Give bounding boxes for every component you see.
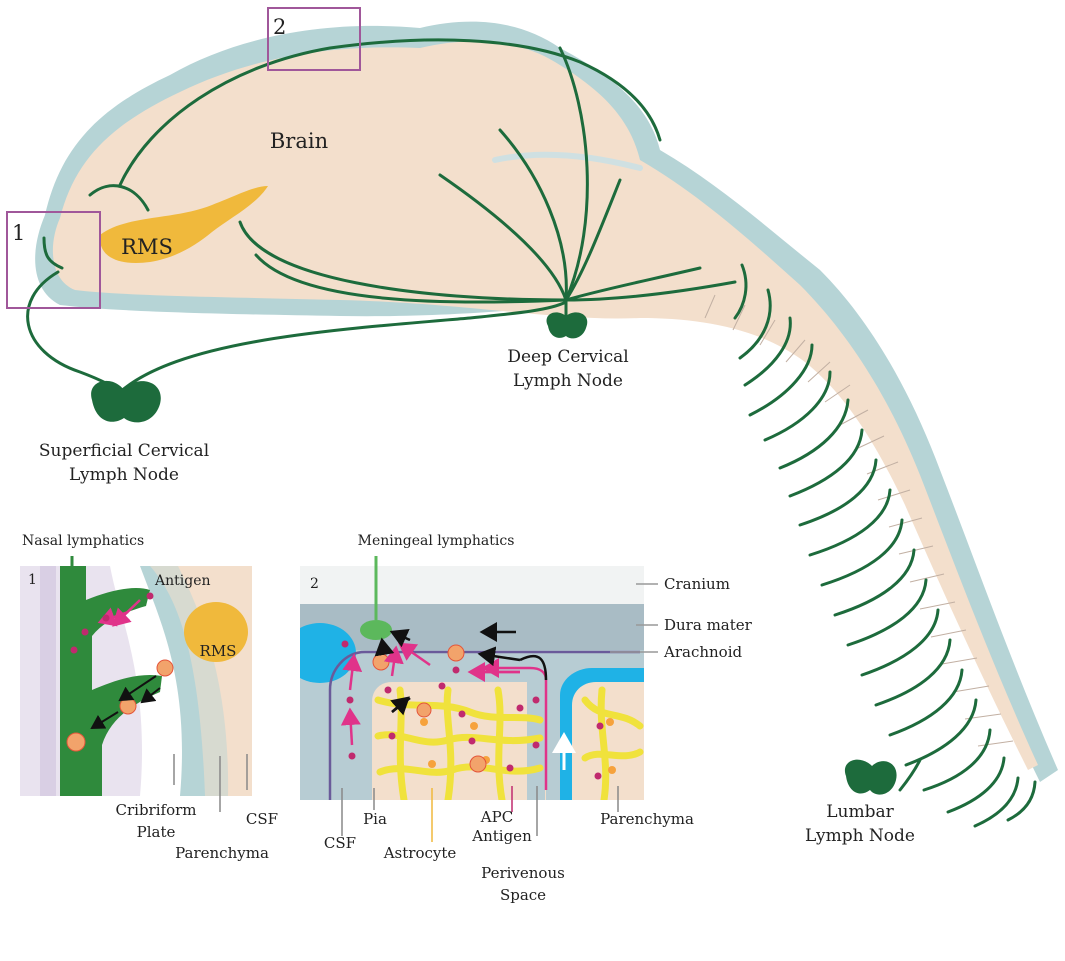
inset-2-csf-label: CSF [324,834,356,852]
box-2-number: 2 [273,15,286,39]
inset-1-parenchyma-label: Parenchyma [175,844,269,862]
rms-label: RMS [121,235,173,259]
lumbar-node-label-1: Lumbar [826,802,894,822]
inset-1-rms-label: RMS [200,642,237,660]
apc-label: APC [480,808,513,826]
cribriform-label-2: Plate [137,823,176,841]
superficial-node-label-2: Lymph Node [69,465,179,485]
arachnoid-label: Arachnoid [663,643,742,661]
lumbar-lymph-node [845,760,897,795]
perivenous-label-1: Perivenous [481,864,565,882]
inset-1-csf-label: CSF [246,810,278,828]
deep-node-label-2: Lymph Node [513,371,623,391]
astrocyte-label: Astrocyte [383,844,457,862]
meningeal-lymphatics-label: Meningeal lymphatics [358,533,515,549]
lumbar-node-label-2: Lymph Node [805,826,915,846]
inset-2-parenchyma-label: Parenchyma [600,810,694,828]
inset-2-antigen-label: Antigen [471,827,532,845]
perivenous-label-2: Space [500,886,546,904]
pia-label: Pia [363,810,387,828]
inset-1-number: 1 [28,572,37,588]
brain-label: Brain [270,129,328,153]
cranium-label: Cranium [664,575,730,593]
spinal-lymphatics [735,265,1035,826]
nasal-lymphatics-label: Nasal lymphatics [22,533,144,549]
deep-node-label-1: Deep Cervical [507,347,628,367]
inset-1-antigen-label: Antigen [154,573,211,589]
inset-2 [284,556,658,842]
superficial-node-label-1: Superficial Cervical [39,441,209,461]
deep-cervical-lymph-node [547,312,588,338]
inset-1 [20,556,252,812]
box-1-number: 1 [12,221,25,245]
cribriform-label-1: Cribriform [116,801,197,819]
inset-2-number: 2 [310,576,319,592]
dura-mater-label: Dura mater [664,616,753,634]
